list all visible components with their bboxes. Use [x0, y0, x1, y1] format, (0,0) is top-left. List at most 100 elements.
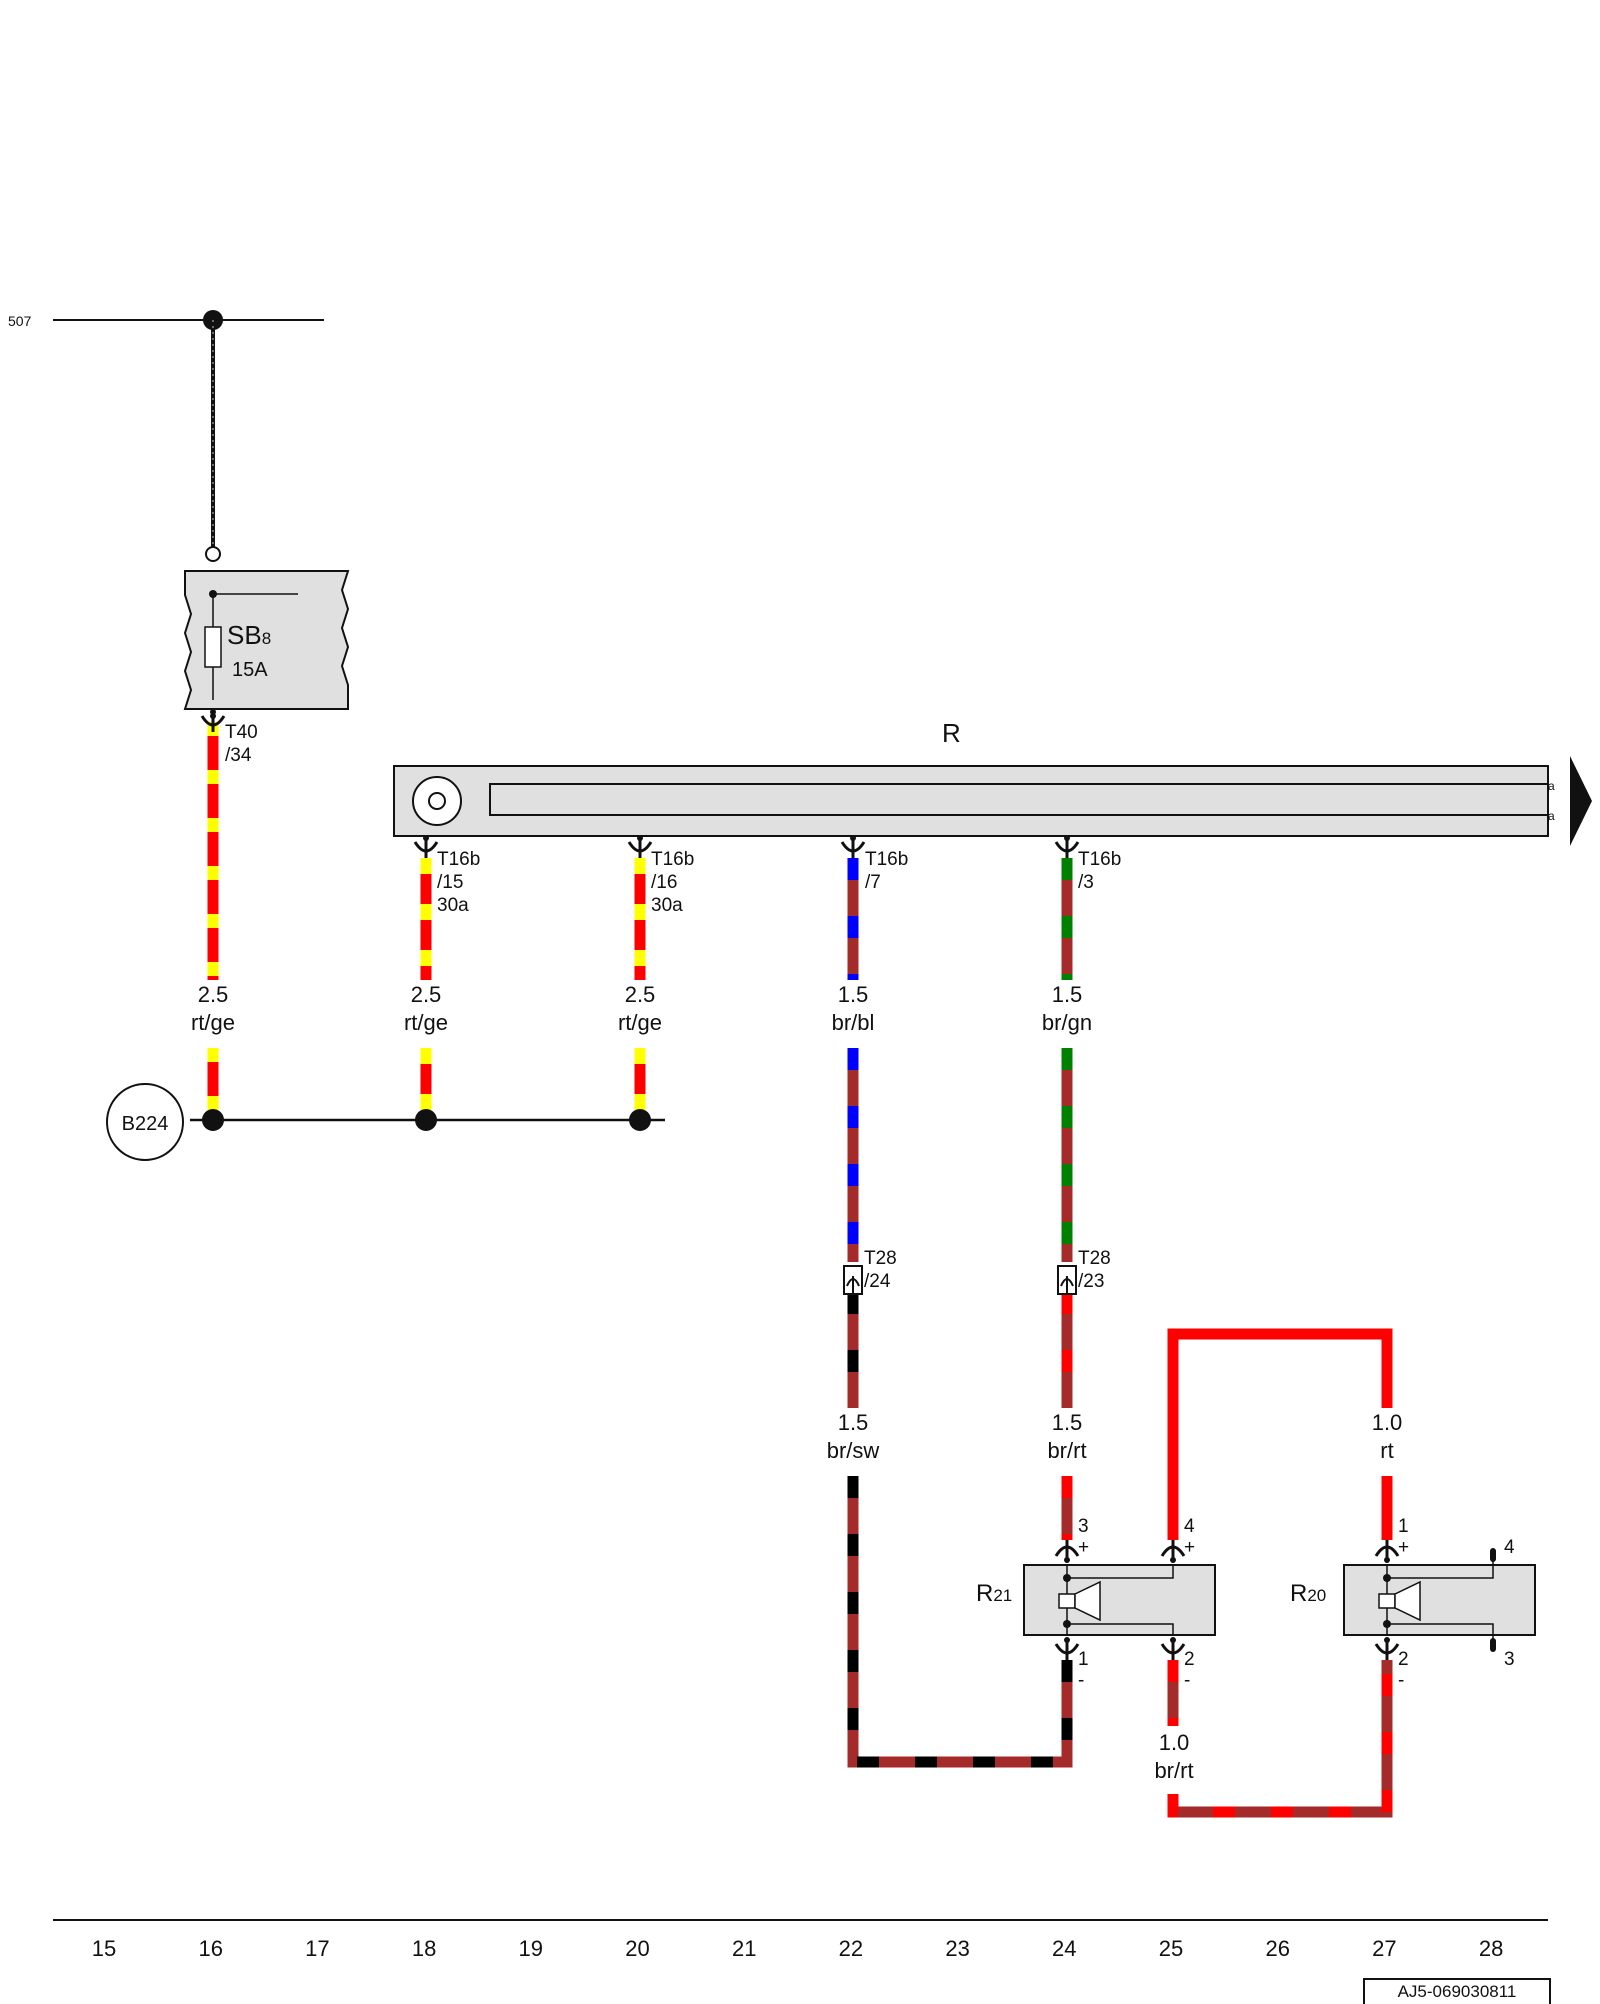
wire-color: rt/ge [191, 1010, 235, 1035]
pin-number: 2 [1184, 1649, 1195, 1670]
pin-polarity: - [1184, 1670, 1190, 1691]
splice-dot [415, 1109, 437, 1131]
document-reference: AJ5-069030811 [1363, 1978, 1551, 2004]
splice-dot [202, 1109, 224, 1131]
wire-size: 1.5 [838, 1410, 869, 1435]
wire-color: br/bl [832, 1010, 875, 1035]
connector-pin-icon [200, 709, 226, 732]
connector-pin-icon [1054, 1540, 1080, 1563]
pin-number: 2 [1398, 1649, 1409, 1670]
connector-pin-icon [627, 835, 653, 858]
speaker-name-sub: 20 [1307, 1586, 1326, 1605]
grid-number: 26 [1265, 1936, 1289, 1961]
wire-size: 2.5 [198, 982, 229, 1007]
inline-connector-icon [1057, 1265, 1077, 1295]
speaker-name-sub: 21 [993, 1586, 1012, 1605]
connector-pin-icon [1374, 1540, 1400, 1563]
pin-polarity: - [1078, 1670, 1084, 1691]
radio-label: R [942, 718, 961, 748]
pin-number: 4 [1504, 1537, 1515, 1558]
fuse-holder [183, 570, 350, 710]
radio-pin-number: /3 [1078, 872, 1094, 893]
grid-number: 17 [305, 1936, 329, 1961]
radio-pin-name: T16b [1078, 849, 1121, 870]
pin-polarity: + [1398, 1537, 1409, 1558]
grid-number: 20 [625, 1936, 649, 1961]
grid-number: 16 [198, 1936, 222, 1961]
pin-number: 3 [1078, 1516, 1089, 1537]
wire-size: 1.5 [1052, 1410, 1083, 1435]
wire-size: 2.5 [625, 982, 656, 1007]
fuse-name-main: SB [227, 620, 262, 650]
fuse-name-sub: 8 [262, 629, 271, 648]
speaker-icon [1378, 1548, 1496, 1652]
radio-edge-mark-bottom: a [1548, 809, 1555, 823]
wire-color: rt/ge [404, 1010, 448, 1035]
pin-polarity: - [1398, 1670, 1404, 1691]
radio-pin-name: T16b [865, 849, 908, 870]
radio-pin-number: /7 [865, 872, 881, 893]
wire-segments [207, 722, 1393, 1818]
wire-size: 1.0 [1159, 1730, 1190, 1755]
radio-pin-extra: 30a [437, 895, 469, 916]
t40-name: T40 [225, 722, 258, 743]
wire-stripe [1167, 1660, 1393, 1818]
fuse-rating: 15A [232, 659, 268, 681]
radio-pin-name: T16b [651, 849, 694, 870]
connector-pin-icon [1160, 1637, 1186, 1660]
grid-number: 27 [1372, 1936, 1396, 1961]
connector-pin-icon [1054, 1637, 1080, 1660]
inline-connector-icon [843, 1265, 863, 1295]
splice-dot [629, 1109, 651, 1131]
grid-number: 19 [519, 1936, 543, 1961]
splice-label: B224 [122, 1113, 169, 1135]
net-label: 507 [8, 313, 32, 329]
speaker-icon [1058, 1565, 1174, 1635]
grid-number: 18 [412, 1936, 436, 1961]
speaker-r21-label: R21 [976, 1580, 1012, 1607]
fuse-element-icon [204, 626, 222, 668]
pin-number: 3 [1504, 1649, 1515, 1670]
radio-knob-center-icon [428, 792, 446, 810]
wire-size: 2.5 [411, 982, 442, 1007]
pin-number: 4 [1184, 1516, 1195, 1537]
t28-name: T28 [864, 1248, 897, 1269]
fuse-input-terminal [205, 546, 221, 562]
connector-pin-icon [413, 835, 439, 858]
wire-base [1167, 1328, 1393, 1540]
speaker-name-main: R [1290, 1580, 1307, 1607]
speaker-name-main: R [976, 1580, 993, 1607]
fuse-name: SB8 [227, 620, 271, 650]
wire-color: br/rt [1154, 1758, 1193, 1783]
wire-base [1167, 1660, 1393, 1818]
connector-pin-icon [1160, 1540, 1186, 1563]
grid-number: 15 [92, 1936, 116, 1961]
wire-color: rt [1380, 1438, 1393, 1463]
grid-number: 21 [732, 1936, 756, 1961]
continuation-arrow-icon [1570, 756, 1592, 846]
grid-number: 24 [1052, 1936, 1076, 1961]
radio-pin-number: /15 [437, 872, 463, 893]
wire-size: 1.5 [838, 982, 869, 1007]
radio-pin-extra: 30a [651, 895, 683, 916]
wire-color: br/sw [827, 1438, 880, 1463]
wire-color: rt/ge [618, 1010, 662, 1035]
t28-pin: /23 [1078, 1271, 1104, 1292]
radio-pin-number: /16 [651, 872, 677, 893]
speaker-r20-label: R20 [1290, 1580, 1326, 1607]
wire-color: br/rt [1047, 1438, 1086, 1463]
wire-size: 1.0 [1372, 1410, 1403, 1435]
wire-size: 1.5 [1052, 982, 1083, 1007]
grid-number: 28 [1479, 1936, 1503, 1961]
t40-pin: /34 [225, 745, 252, 766]
pin-polarity: + [1184, 1537, 1195, 1558]
radio-display [489, 783, 1549, 816]
pin-number: 1 [1078, 1649, 1089, 1670]
t28-name: T28 [1078, 1248, 1111, 1269]
radio-pin-name: T16b [437, 849, 480, 870]
connector-pin-icon [840, 835, 866, 858]
wire-base [847, 1476, 1073, 1768]
pin-number: 1 [1398, 1516, 1409, 1537]
